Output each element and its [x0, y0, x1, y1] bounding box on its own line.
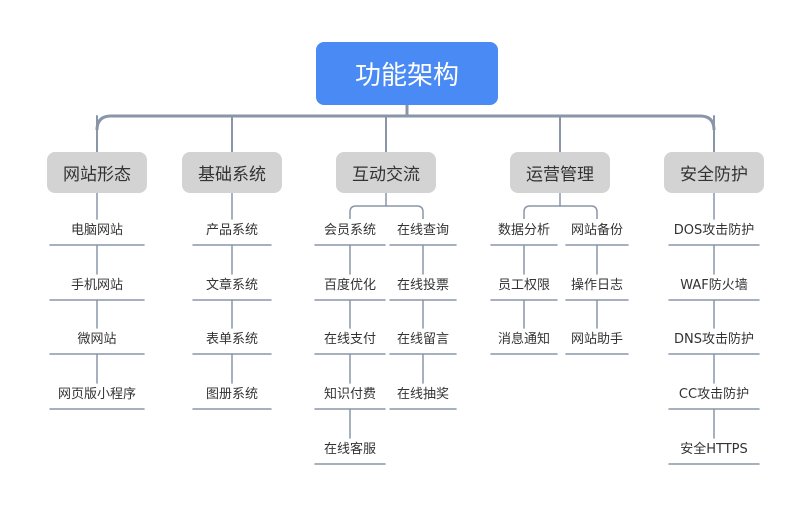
- leaf-item: 微网站: [77, 332, 117, 347]
- leaf-item: WAF防火墙: [680, 278, 748, 293]
- leaf-item: 文章系统: [205, 278, 259, 293]
- leaf-item: 数据分析: [497, 223, 551, 238]
- bus-connector: [95, 114, 716, 131]
- category-branch-line: [523, 205, 598, 219]
- root-node: 功能架构: [316, 42, 498, 105]
- leaf-item: 电脑网站: [70, 223, 124, 238]
- leaf-item: 图册系统: [205, 387, 259, 402]
- leaf-item: 网站助手: [570, 332, 624, 347]
- leaf-item: 网页版小程序: [57, 387, 137, 402]
- leaf-item: 在线抽奖: [396, 387, 450, 402]
- leaf-item: 消息通知: [497, 332, 551, 347]
- leaf-item: 员工权限: [497, 278, 551, 293]
- leaf-item: 安全HTTPS: [680, 442, 748, 457]
- leaf-item: 百度优化: [323, 278, 377, 293]
- category-node: 基础系统: [182, 152, 282, 193]
- leaf-item: 知识付费: [323, 387, 377, 402]
- leaf-item: 在线客服: [323, 442, 377, 457]
- leaf-item: 表单系统: [205, 332, 259, 347]
- leaf-item: 会员系统: [323, 223, 377, 238]
- leaf-item: 手机网站: [70, 278, 124, 293]
- leaf-item: 操作日志: [570, 278, 624, 293]
- leaf-item: 产品系统: [205, 223, 259, 238]
- leaf-item: 在线支付: [323, 332, 377, 347]
- leaf-item: 在线留言: [396, 332, 450, 347]
- leaf-item: DOS攻击防护: [673, 223, 755, 238]
- category-node: 运营管理: [510, 152, 610, 193]
- leaf-item: 网站备份: [570, 223, 624, 238]
- category-node: 互动交流: [336, 152, 436, 193]
- leaf-item: CC攻击防护: [678, 387, 750, 402]
- leaf-item: DNS攻击防护: [674, 332, 754, 347]
- leaf-item: 在线查询: [396, 223, 450, 238]
- category-node: 安全防护: [664, 152, 764, 193]
- category-node: 网站形态: [47, 152, 147, 193]
- leaf-item: 在线投票: [396, 278, 450, 293]
- category-branch-line: [349, 205, 424, 219]
